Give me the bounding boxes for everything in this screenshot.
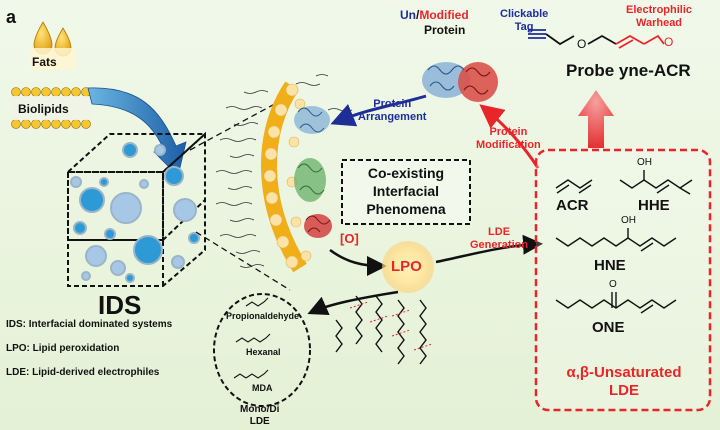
modified-protein-icon [422,62,498,102]
molecule-hne: HNE [594,257,626,274]
one-structure [555,292,677,314]
biolipid-membrane-icon [11,87,92,129]
fats-label: Fats [32,55,57,69]
protein-state-label: Un/Modified [400,9,469,21]
molecule-acr: ACR [556,197,589,214]
hne-oh: OH [621,215,636,226]
acr-structure [555,179,593,194]
oxidation-arrow [329,248,387,276]
lipids-to-ids-arrow [87,87,187,177]
surfactant-tails [215,74,353,268]
mono-di-structures [233,297,271,379]
protein-un: Un [400,8,416,22]
probe-oxygen-atom: O [664,35,674,49]
mono-di-hexanal: Hexanal [246,347,281,357]
panel-label: a [6,7,17,27]
fat-droplets-icon [30,21,76,70]
molecule-hhe: HHE [638,197,670,214]
hhe-structure [619,170,693,195]
interface-proteins [294,106,332,238]
biolipids-label: Biolipids [18,102,69,116]
protein-modified: Modified [419,8,469,22]
warhead-label: Electrophilic Warhead [626,4,693,29]
lpo-label: LPO [391,258,422,275]
lipid-chains [335,295,427,365]
legend-lpo: LPO: Lipid peroxidation [6,343,120,354]
ids-droplets [70,142,200,283]
protein-arrangement-label: Protein Arrangement [358,98,427,123]
lpo-circle [382,241,434,293]
lde-generation-arrow [435,234,543,264]
protein-arrangement-arrow [330,94,427,127]
protein-label: Protein [424,23,466,37]
lde-box [534,148,712,412]
probe-ether-oxygen: O [577,37,587,51]
mono-di-circle [213,293,311,407]
cleavage-marks [349,301,433,351]
ids-cube [65,131,208,287]
probe-structure [528,29,665,49]
oxidation-label: [O] [340,231,359,246]
interface-beads [263,83,312,269]
one-oxo: O [609,279,617,290]
lde-box-title: α,β-Unsaturated LDE [566,364,682,399]
legend-lde: LDE: Lipid-derived electrophiles [6,367,160,378]
mono-di-propionaldehyde: Propionaldehyde [226,311,300,321]
up-arrow-to-probe [578,90,614,148]
lde-generation-label: LDE Generation [470,226,529,251]
ids-label: IDS [98,290,142,320]
protein-modification-label: Protein Modification [476,126,541,151]
mono-di-title: Mono/Di LDE [240,404,280,427]
co-existing-box [341,159,471,225]
protein-modification-arrow [479,104,540,169]
molecule-one: ONE [592,319,625,336]
co-existing-text: Co-existing Interfacial Phenomena [366,165,446,217]
probe-title: Probe yne-ACR [566,61,691,80]
hhe-oh: OH [637,157,652,168]
lpo-to-mono-di-arrow [307,290,399,316]
protein-slash: / [416,8,420,22]
hne-structure [555,228,677,252]
mono-di-mda: MDA [252,383,273,393]
legend-ids: IDS: Interfacial dominated systems [6,319,173,330]
clickable-tag-label: Clickable Tag [500,8,549,33]
